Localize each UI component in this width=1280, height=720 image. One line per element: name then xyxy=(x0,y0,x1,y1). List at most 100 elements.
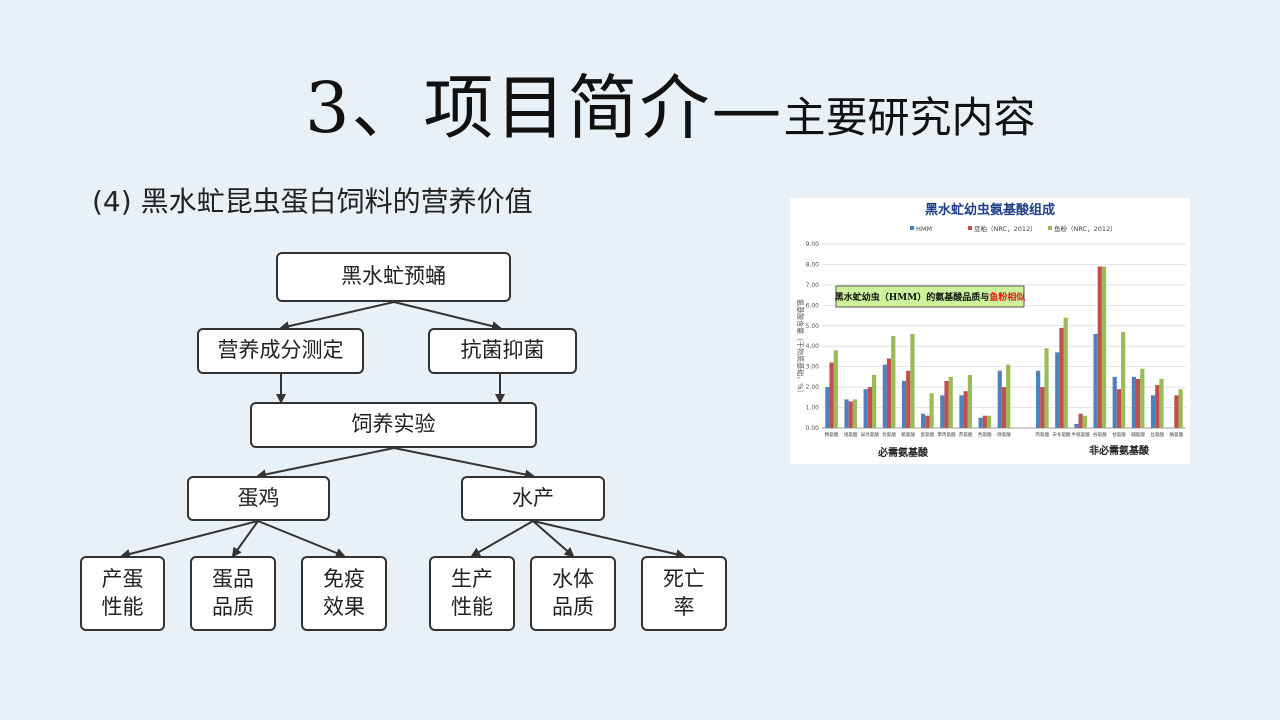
node-root: 黑水虻预蛹 xyxy=(276,252,511,302)
slide-title-sub: 主要研究内容 xyxy=(783,93,1036,142)
x-tick-14: 甘氨酸 xyxy=(1112,431,1126,438)
x-tick-2: 异亮氨酸 xyxy=(861,431,880,438)
node-feeding-label: 饲养实验 xyxy=(351,412,436,437)
node-layer-immunity: 免疫 效果 xyxy=(301,556,387,631)
chart-axes: 0.001.002.003.004.005.006.007.008.009.00 xyxy=(806,241,1186,432)
node-aqua: 水产 xyxy=(461,476,605,521)
node-aqua-mortality-label: 死亡 率 xyxy=(663,567,705,619)
bar-3-1 xyxy=(886,358,892,428)
bar-5-0 xyxy=(921,413,926,428)
x-tick-11: 天冬氨酸 xyxy=(1052,431,1071,438)
arrow-root-nutrition xyxy=(279,301,395,332)
arrow-layer-l1 xyxy=(120,520,259,559)
bar-7-0 xyxy=(959,395,964,428)
chart-group-essential: 必需氨基酸 xyxy=(877,446,929,459)
chart-annotation: 黑水虻幼虫（HMM）的氨基酸品质与鱼粉相似 xyxy=(835,291,1025,303)
bar-4-2 xyxy=(910,333,915,428)
chart-annotation-prefix: 黑水虻幼虫（HMM）的氨基酸品质与 xyxy=(835,291,989,303)
chart-bars xyxy=(825,266,1183,428)
bar-4-1 xyxy=(906,370,911,428)
bar-2-1 xyxy=(867,387,873,428)
x-tick-9: 缬氨酸 xyxy=(997,431,1011,438)
bar-3-2 xyxy=(891,336,896,428)
chart-annotation-highlight: 鱼粉相似 xyxy=(989,291,1025,303)
bar-9-2 xyxy=(1006,364,1011,428)
bar-9-1 xyxy=(1001,387,1007,428)
node-nutrition: 营养成分测定 xyxy=(197,328,364,374)
node-layer-egg-quality: 蛋品 品质 xyxy=(190,556,276,631)
chart-title: 黑水虻幼虫氨基酸组成 xyxy=(925,202,1055,218)
arrow-aqua-a1 xyxy=(470,520,534,557)
bar-13-1 xyxy=(1097,266,1102,428)
chart-annotation-box xyxy=(835,285,1025,308)
bar-1-0 xyxy=(844,399,849,428)
bar-4-0 xyxy=(901,380,907,428)
bar-1-2 xyxy=(852,399,858,428)
bar-6-1 xyxy=(944,380,949,428)
y-tick-8: 8.00 xyxy=(806,261,820,268)
node-nutrition-label: 营养成分测定 xyxy=(217,338,344,363)
x-tick-16: 丝氨酸 xyxy=(1150,431,1164,438)
x-tick-1: 组氨酸 xyxy=(844,431,858,438)
y-tick-9: 9.00 xyxy=(806,241,820,248)
arrow-layer-l2 xyxy=(231,520,259,558)
legend-swatch-1 xyxy=(968,226,972,230)
bar-17-2 xyxy=(1178,389,1183,428)
node-root-label: 黑水虻预蛹 xyxy=(341,264,446,289)
node-aqua-water-quality: 水体 品质 xyxy=(530,556,616,631)
bar-10-1 xyxy=(1040,387,1045,428)
arrow-aqua-a3 xyxy=(532,520,686,560)
y-tick-4: 4.00 xyxy=(806,343,820,350)
x-tick-6: 苯丙氨酸 xyxy=(937,431,956,438)
bar-14-1 xyxy=(1116,389,1122,428)
node-feeding: 饲养实验 xyxy=(250,402,537,448)
x-tick-17: 酪氨酸 xyxy=(1170,431,1184,438)
node-aqua-production-label: 生产 性能 xyxy=(451,567,493,619)
node-layer-laying: 产蛋 性能 xyxy=(80,556,165,631)
bar-7-1 xyxy=(963,391,968,428)
y-tick-0: 0.00 xyxy=(806,425,820,432)
y-tick-5: 5.00 xyxy=(806,323,820,330)
y-tick-7: 7.00 xyxy=(806,282,820,289)
x-tick-5: 蛋氨酸 xyxy=(920,431,934,438)
bar-2-0 xyxy=(863,389,868,428)
bar-13-0 xyxy=(1093,333,1098,428)
bar-0-0 xyxy=(825,387,830,428)
bar-8-1 xyxy=(982,415,987,428)
x-tick-10: 丙氨酸 xyxy=(1035,431,1049,438)
x-tick-4: 赖氨酸 xyxy=(901,431,915,438)
chart-x-labels: 精氨酸组氨酸异亮氨酸亮氨酸赖氨酸蛋氨酸苯丙氨酸苏氨酸色氨酸缬氨酸丙氨酸天冬氨酸半… xyxy=(825,431,1184,438)
flow-arrows xyxy=(120,301,686,560)
bar-15-1 xyxy=(1135,378,1141,428)
bar-5-2 xyxy=(929,393,934,428)
y-tick-3: 3.00 xyxy=(806,364,820,371)
x-tick-0: 精氨酸 xyxy=(825,431,839,438)
bar-0-2 xyxy=(833,350,838,428)
bar-7-2 xyxy=(967,374,973,428)
node-layer-egg-quality-label: 蛋品 品质 xyxy=(212,567,254,619)
bar-16-1 xyxy=(1155,385,1160,428)
legend-label-0: HMM xyxy=(916,225,932,233)
x-tick-13: 谷氨酸 xyxy=(1093,431,1107,438)
bar-15-2 xyxy=(1140,368,1145,428)
bar-9-0 xyxy=(997,370,1002,428)
arrow-layer-l3 xyxy=(257,520,346,558)
bar-13-2 xyxy=(1101,266,1107,428)
bar-8-2 xyxy=(986,415,992,428)
chart-ylabel: 氨基酸含量（干物质基础，%） xyxy=(796,299,805,397)
node-layer: 蛋鸡 xyxy=(187,476,330,521)
node-aqua-production: 生产 性能 xyxy=(429,556,515,631)
x-tick-7: 苏氨酸 xyxy=(959,431,973,438)
bar-3-0 xyxy=(882,364,887,428)
legend-label-2: 鱼粉（NRC，2012） xyxy=(1054,224,1117,233)
bar-17-1 xyxy=(1174,395,1179,428)
x-tick-3: 亮氨酸 xyxy=(882,431,896,438)
bar-11-0 xyxy=(1055,352,1060,428)
legend-swatch-0 xyxy=(910,226,914,230)
bar-1-1 xyxy=(848,401,853,428)
bar-14-0 xyxy=(1112,376,1117,428)
bar-8-0 xyxy=(978,417,983,428)
